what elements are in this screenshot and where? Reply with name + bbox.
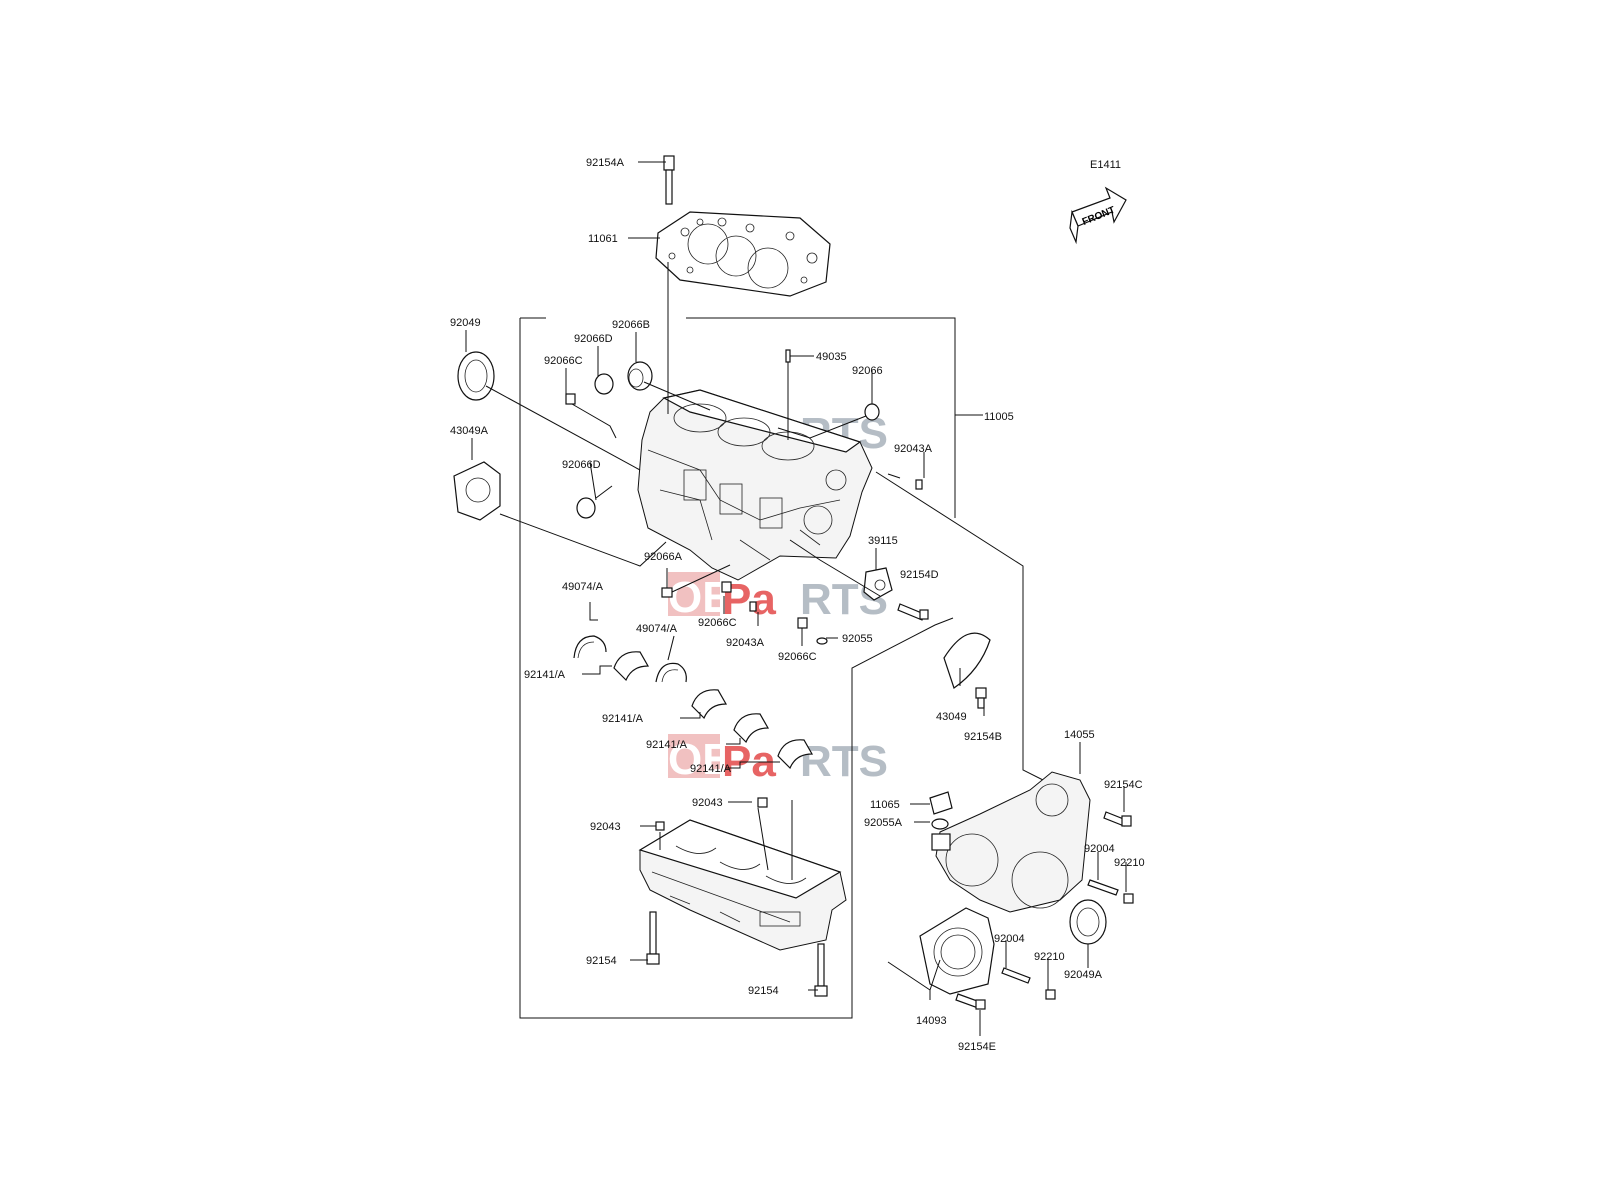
watermark-oem-2: OEM [668,573,768,622]
label-92210-upper: 92210 [1114,857,1145,869]
label-14055: 14055 [1064,729,1095,741]
assembly-outline [519,317,1044,1019]
stud-92004-lower [1001,967,1031,984]
pin-92043A-upper [915,479,923,490]
label-14093: 14093 [916,1015,947,1027]
label-11061: 11061 [588,233,618,245]
bolt-92154-left [646,911,660,965]
label-92004-upper: 92004 [1084,843,1115,855]
label-92043-right: 92043 [692,797,723,809]
stud-92004-upper [1087,879,1119,896]
bearing-4 [777,739,814,770]
label-11005: 11005 [984,411,1014,423]
oil-filler-cap [929,791,953,815]
watermark-rts-3: RTS [800,737,888,786]
bolt-92154C [1103,811,1132,827]
head-gasket [655,211,831,297]
plug-92066C-right [797,617,808,629]
bolt-92154E [955,993,986,1010]
label-92141A-4: 92141/A [690,763,732,775]
label-49074A-right: 49074/A [636,623,678,635]
label-92049: 92049 [450,317,481,329]
watermark-oem-3: OEM [668,735,768,784]
plug-92066 [864,403,880,421]
o-ring-92055 [816,637,828,645]
label-92154B: 92154B [964,731,1002,743]
bearing-2 [691,689,728,720]
oil-seal-92049 [457,351,495,401]
bolt-92154B [975,687,987,709]
plug-92066B [627,361,653,391]
dowel-92043-right [757,797,768,808]
label-92154D: 92154D [900,569,939,581]
label-92066B: 92066B [612,319,650,331]
label-92154C: 92154C [1104,779,1143,791]
label-92066A: 92066A [644,551,683,563]
o-ring-92055A [931,818,949,830]
diagram-code: E1411 [1090,159,1121,171]
cover-plate [919,907,995,995]
nut-92210-lower [1045,989,1056,1000]
bearing-1 [613,651,650,682]
label-92043A-upper: 92043A [894,443,933,455]
label-92055: 92055 [842,633,873,645]
label-49074A-left: 49074/A [562,581,604,593]
label-92154-left: 92154 [586,955,617,967]
label-92043-left: 92043 [590,821,621,833]
cylinder-block [637,389,873,581]
label-49035: 49035 [816,351,847,363]
leader-lines [465,161,1127,1036]
thrust-washer-left [573,635,607,659]
lower-crankcase [638,819,847,951]
gasket-43049 [943,632,991,689]
pin-92043A-lower [749,601,757,612]
front-arrow-icon: FRONT [1069,186,1127,245]
bolt-92154-right [814,943,828,997]
oil-pump [863,567,893,601]
label-92066C-mid: 92066C [698,617,737,629]
label-92055A: 92055A [864,817,903,829]
label-92066D-upper: 92066D [574,333,613,345]
label-11065: 11065 [870,799,900,811]
label-92049A: 92049A [1064,969,1103,981]
plug-92066C-upper [565,393,576,405]
label-92210-lower: 92210 [1034,951,1065,963]
label-92066: 92066 [852,365,883,377]
label-92154A: 92154A [586,157,625,169]
label-43049A: 43049A [450,425,489,437]
label-92141A-3: 92141/A [646,739,688,751]
plug-92066D-lower [576,497,596,519]
pin-49035 [785,349,791,363]
bolt-92154D [897,603,929,621]
label-39115: 39115 [868,535,898,547]
thrust-washer-right [655,662,687,683]
nut-92210-upper [1123,893,1134,904]
label-92141A-2: 92141/A [602,713,644,725]
label-43049: 43049 [936,711,967,723]
label-92066C-upper: 92066C [544,355,583,367]
dowel-92043-left [655,821,665,831]
plug-92066A [661,587,673,598]
label-92066D-lower: 92066D [562,459,601,471]
part-labels: 92154A 11061 92049 92066B 92066D 49035 9… [450,157,1145,1053]
label-92066C-right: 92066C [778,651,817,663]
bolt-92154A [663,155,675,205]
plug-92066C-mid [721,581,732,593]
gear-case-cover [931,771,1091,913]
bearing-3 [733,713,770,744]
plug-92066D-upper [594,373,614,395]
gasket-43049A [453,461,501,521]
label-92043A-lower: 92043A [726,637,765,649]
label-92004-lower: 92004 [994,933,1025,945]
oil-seal-92049A [1069,899,1107,945]
label-92141A-1: 92141/A [524,669,566,681]
label-92154-right: 92154 [748,985,779,997]
label-92154E: 92154E [958,1041,996,1053]
